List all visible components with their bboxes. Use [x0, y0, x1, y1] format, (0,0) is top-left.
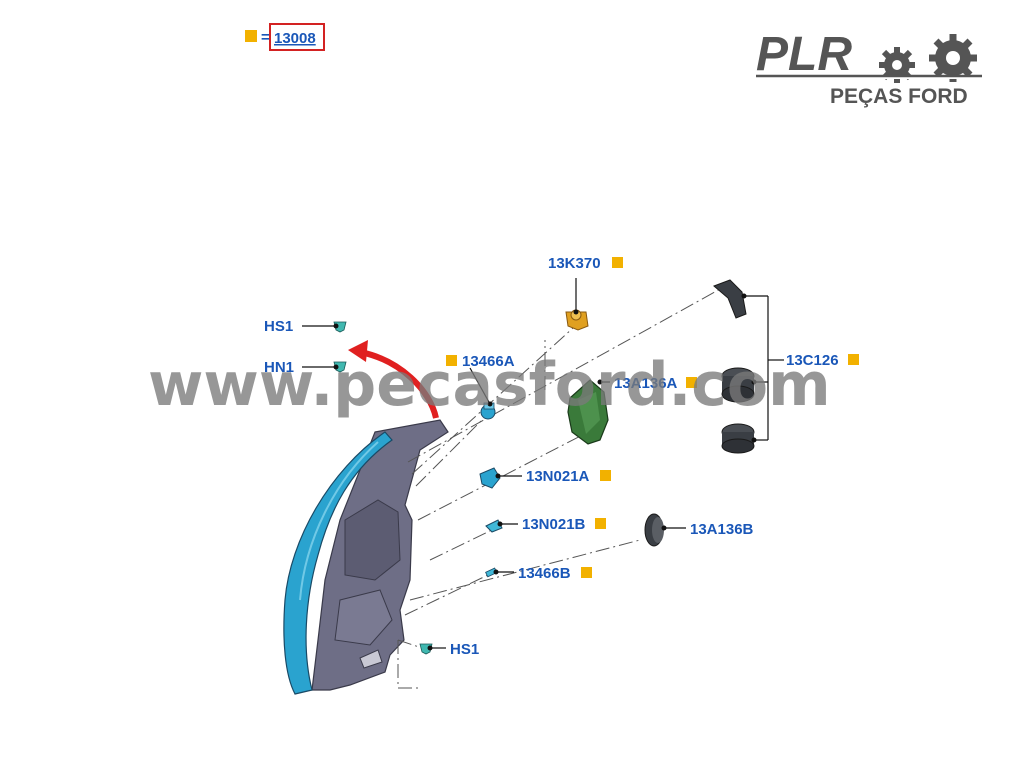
rubber-cap-part — [721, 385, 755, 403]
bulb-holder-part — [565, 309, 589, 331]
callout-13a136a-marker-icon — [686, 377, 697, 388]
gears-icon — [879, 34, 977, 83]
callout-13k370[interactable]: 13K370 — [548, 255, 601, 272]
callout-hs1-bottom[interactable]: HS1 — [450, 641, 479, 658]
part-number-highlight-box — [269, 23, 325, 51]
rubber-ring-part — [721, 438, 755, 454]
part-number-link[interactable]: 13008 — [274, 30, 316, 47]
callout-13466a-marker-icon — [446, 355, 457, 366]
callout-labels: HS1 HN1 13K370 13466A 13A136A 13C126 13N… — [264, 255, 859, 658]
legend: = 13008 — [245, 23, 325, 51]
callout-13n021b-marker-icon — [595, 518, 606, 529]
logo-subtitle: PEÇAS FORD — [830, 85, 968, 108]
callout-13466b-marker-icon — [581, 567, 592, 578]
connector-part — [479, 467, 501, 489]
green-socket-part — [567, 379, 609, 445]
leader-dots — [333, 293, 757, 651]
callout-13n021b[interactable]: 13N021B — [522, 516, 586, 533]
callout-13a136a[interactable]: 13A136A — [614, 375, 678, 392]
callout-hs1-top[interactable]: HS1 — [264, 318, 293, 335]
callout-13n021a-marker-icon — [600, 470, 611, 481]
callout-13c126[interactable]: 13C126 — [786, 352, 839, 369]
callout-13k370-marker-icon — [612, 257, 623, 268]
callout-hn1[interactable]: HN1 — [264, 359, 294, 376]
headlamp-assembly — [283, 419, 449, 695]
callout-13466a[interactable]: 13466A — [462, 353, 515, 370]
leader-lines — [302, 278, 784, 649]
round-cap-part — [644, 513, 664, 547]
watermark: www.pecasford.com — [148, 350, 831, 420]
callout-13c126-marker-icon — [848, 354, 859, 365]
rubber-elbow-part — [713, 279, 747, 319]
plr-logo: PLR PEÇAS FORD — [756, 28, 982, 108]
callout-13a136b[interactable]: 13A136B — [690, 521, 754, 538]
callout-13n021a[interactable]: 13N021A — [526, 468, 590, 485]
callout-13466b[interactable]: 13466B — [518, 565, 571, 582]
legend-marker-icon — [245, 30, 257, 42]
rubber-boot-parts — [713, 279, 755, 454]
legend-equals: = — [261, 29, 270, 46]
rotation-arrow-icon — [348, 340, 439, 419]
assembly-guide-lines — [397, 287, 723, 689]
logo-brand: PLR — [756, 28, 852, 81]
